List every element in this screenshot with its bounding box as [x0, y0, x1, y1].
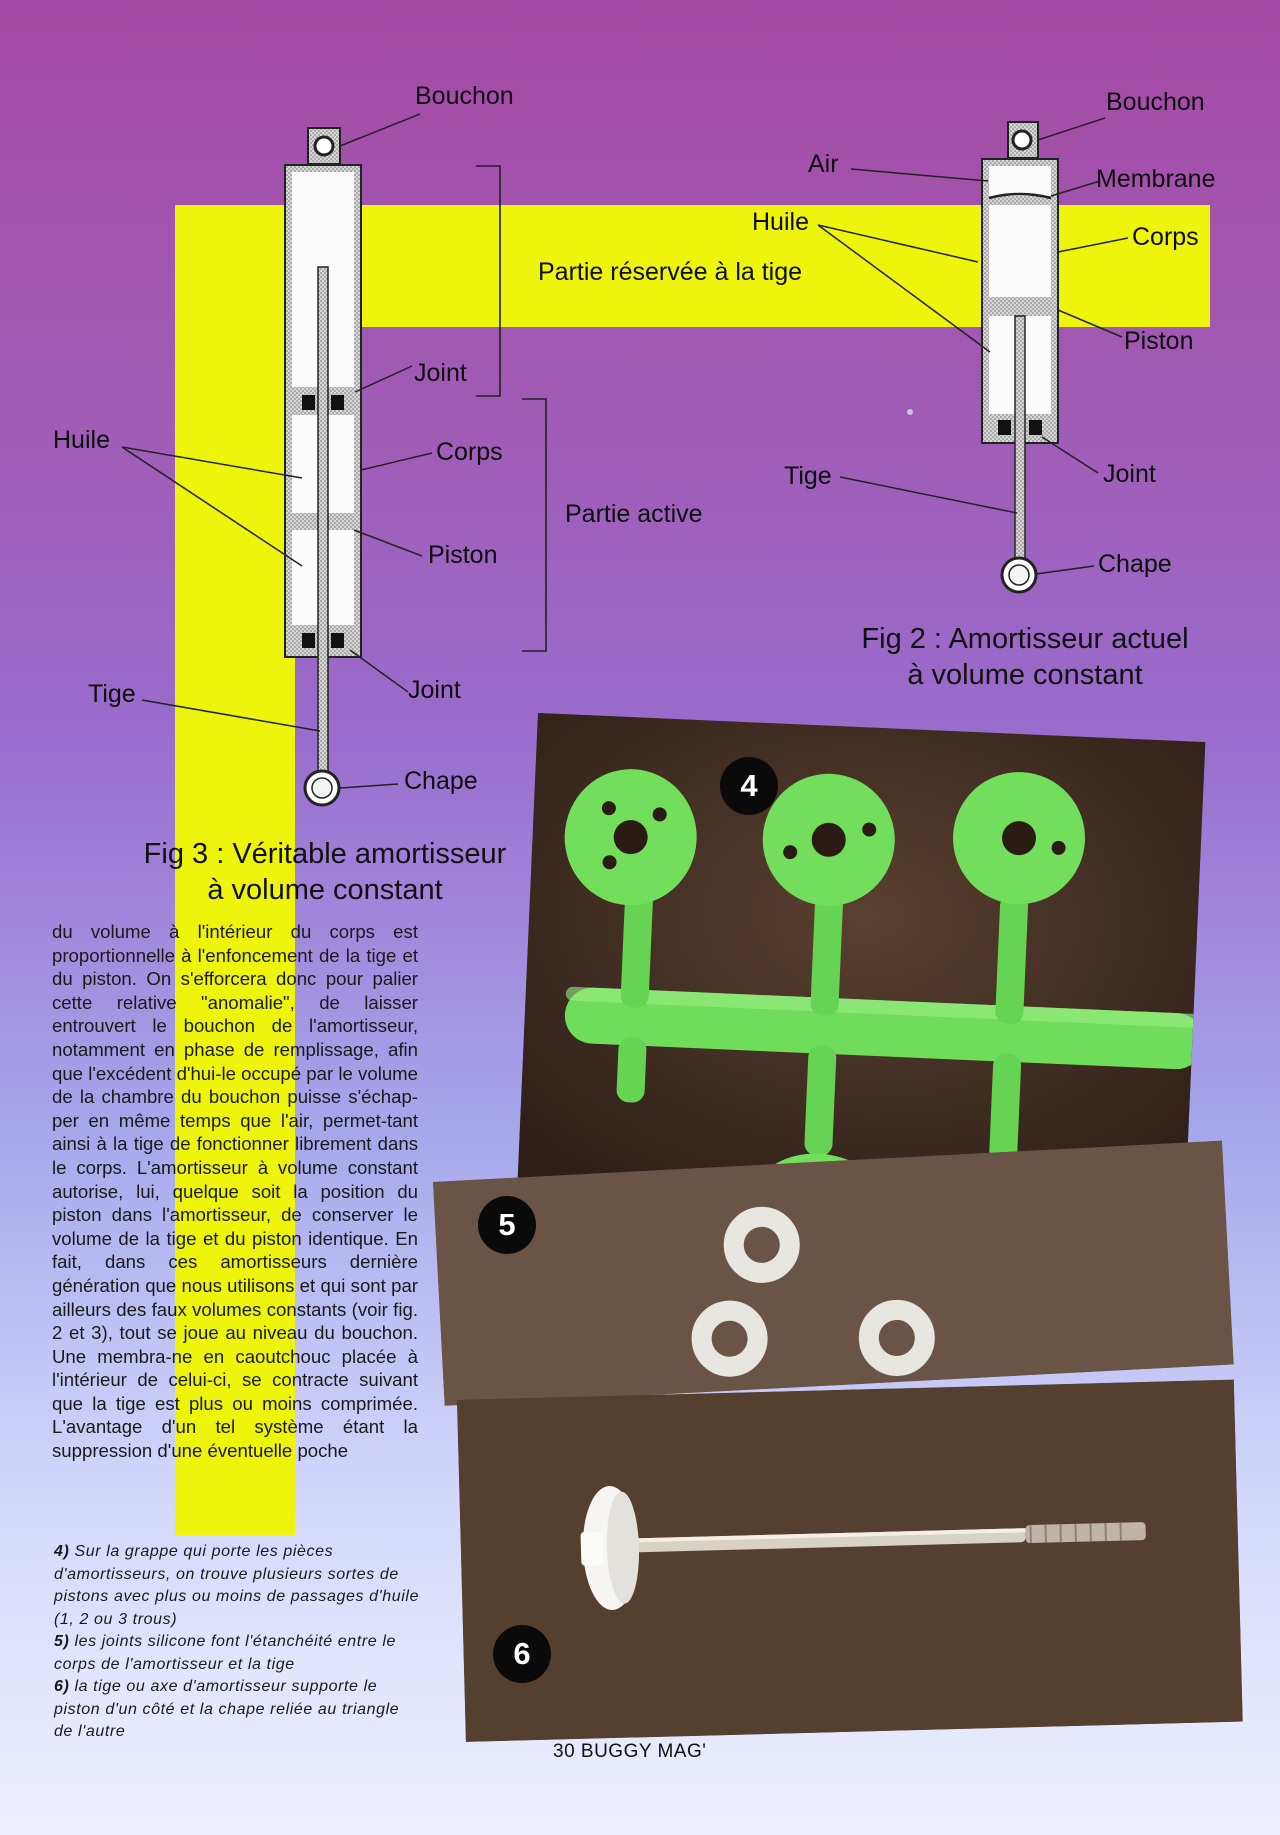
partie-active-label: Partie active: [565, 500, 703, 528]
fig3-label-joint-bottom: Joint: [408, 676, 461, 704]
caption-6-text: la tige ou axe d'amortisseur supporte le…: [54, 1678, 400, 1740]
photo-5-badge: 5: [478, 1196, 536, 1254]
fig2-label-huile: Huile: [752, 208, 809, 236]
fig3-label-piston: Piston: [428, 541, 498, 569]
silicone-seals-image: [433, 1140, 1234, 1406]
fig3-caption-line1: Fig 3 : Véritable amortisseur: [143, 838, 507, 870]
fig2-label-piston: Piston: [1124, 327, 1194, 355]
fig3-label-chape: Chape: [404, 767, 478, 795]
fig3-caption-line2: à volume constant: [207, 874, 443, 906]
highlight-band-vertical: [175, 205, 295, 1535]
caption-4-text: Sur la grappe qui porte les pièces d'amo…: [54, 1543, 420, 1628]
fig2-label-corps: Corps: [1132, 223, 1199, 251]
fig3-label-corps: Corps: [436, 438, 503, 466]
caption-5-text: les joints silicone font l'étanchéité en…: [54, 1633, 396, 1673]
photo-6-shock-shaft: [457, 1379, 1243, 1742]
photo-6-badge: 6: [493, 1625, 551, 1683]
piston-sprue-image: [517, 713, 1206, 1212]
caption-photo-5: 5) les joints silicone font l'étanchéité…: [54, 1631, 420, 1676]
fig2-label-air: Air: [808, 150, 839, 178]
photo-4-badge: 4: [720, 757, 778, 815]
fig3-shock-drawing: [121, 113, 547, 807]
photo-4-piston-sprue: [517, 713, 1206, 1212]
fig2-label-joint: Joint: [1103, 460, 1156, 488]
caption-5-number: 5): [54, 1633, 70, 1650]
fig2-label-chape: Chape: [1098, 550, 1172, 578]
page-footer: 30 BUGGY MAG': [553, 1741, 707, 1762]
caption-4-number: 4): [54, 1543, 70, 1560]
fig3-caption: Fig 3 : Véritable amortisseur à volume c…: [120, 836, 530, 908]
article-body: du volume à l'intérieur du corps est pro…: [52, 921, 418, 1462]
caption-6-number: 6): [54, 1678, 70, 1695]
fig2-caption-line2: à volume constant: [907, 659, 1143, 691]
fig2-label-membrane: Membrane: [1096, 165, 1216, 193]
photo-5-silicone-seals: [433, 1140, 1234, 1406]
caption-photo-4: 4) Sur la grappe qui porte les pièces d'…: [54, 1541, 420, 1631]
partie-reservee-label: Partie réservée à la tige: [538, 258, 803, 286]
shock-shaft-image: [457, 1379, 1243, 1742]
fig2-label-bouchon: Bouchon: [1106, 88, 1205, 116]
fig2-caption-line1: Fig 2 : Amortisseur actuel: [861, 623, 1189, 655]
fig3-label-huile: Huile: [53, 426, 110, 454]
fig3-label-tige: Tige: [88, 680, 136, 708]
fig2-caption: Fig 2 : Amortisseur actuel à volume cons…: [830, 621, 1220, 693]
photo-captions: 4) Sur la grappe qui porte les pièces d'…: [54, 1541, 420, 1744]
caption-photo-6: 6) la tige ou axe d'amortisseur supporte…: [54, 1676, 420, 1744]
fig3-label-bouchon: Bouchon: [415, 82, 514, 110]
fig2-label-tige: Tige: [784, 462, 832, 490]
fig2-shock-drawing: [817, 117, 1129, 594]
fig3-label-joint-top: Joint: [414, 359, 467, 387]
